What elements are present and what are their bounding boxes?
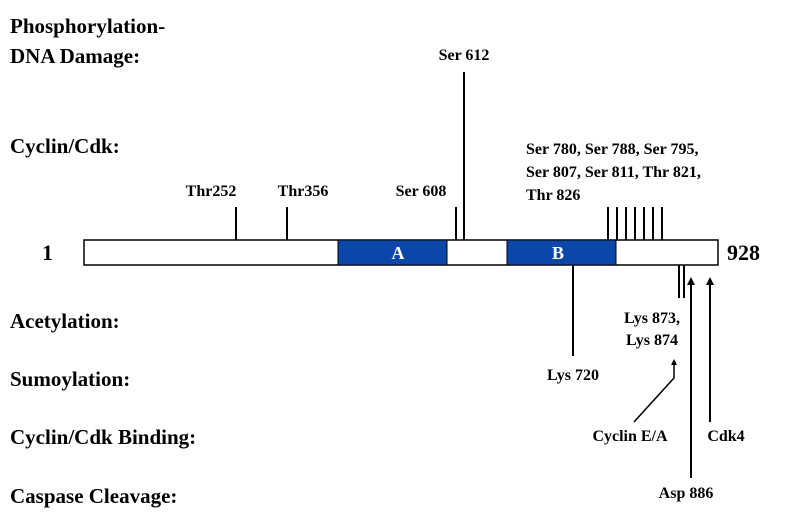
- category-caspase-cleavage-label: Caspase Cleavage:: [10, 484, 177, 508]
- category-acetylation-label: Acetylation:: [10, 309, 120, 333]
- cdk-cluster-label-line3: Thr 826: [526, 187, 580, 204]
- ser612-label: Ser 612: [439, 47, 490, 64]
- thr252-label: Thr252: [186, 183, 237, 200]
- lys874-label: Lys 874: [626, 332, 678, 349]
- category-phosphorylation-label: Phosphorylation-: [10, 14, 165, 38]
- cyclin-ea-arrow: [633, 359, 677, 423]
- domain-b-label: B: [552, 243, 564, 263]
- domain-a-box: [337, 239, 448, 266]
- cyclin-ea-label: Cyclin E/A: [592, 428, 668, 445]
- category-cyclin-cdk-binding-label: Cyclin/Cdk Binding:: [10, 425, 196, 449]
- category-cyclin-cdk-label: Cyclin/Cdk:: [10, 134, 120, 158]
- lys873-label: Lys 873,: [624, 310, 680, 327]
- domain-b-box: [506, 239, 617, 266]
- cdk4-label: Cdk4: [707, 428, 744, 445]
- asp886-label: Asp 886: [659, 485, 714, 502]
- protein-start-label: 1: [42, 240, 53, 265]
- category-dna-damage-label: DNA Damage:: [10, 44, 140, 68]
- category-sumoylation-label: Sumoylation:: [10, 367, 130, 391]
- cdk-cluster-label-line2: Ser 807, Ser 811, Thr 821,: [526, 164, 701, 181]
- domain-a-label: A: [392, 243, 405, 263]
- cdk-cluster-label-line1: Ser 780, Ser 788, Ser 795,: [526, 141, 698, 158]
- cdk-site-cluster: [607, 207, 663, 240]
- thr356-label: Thr356: [278, 183, 329, 200]
- protein-end-label: 928: [727, 240, 760, 265]
- lys720-label: Lys 720: [547, 367, 599, 384]
- ser608-label: Ser 608: [396, 183, 447, 200]
